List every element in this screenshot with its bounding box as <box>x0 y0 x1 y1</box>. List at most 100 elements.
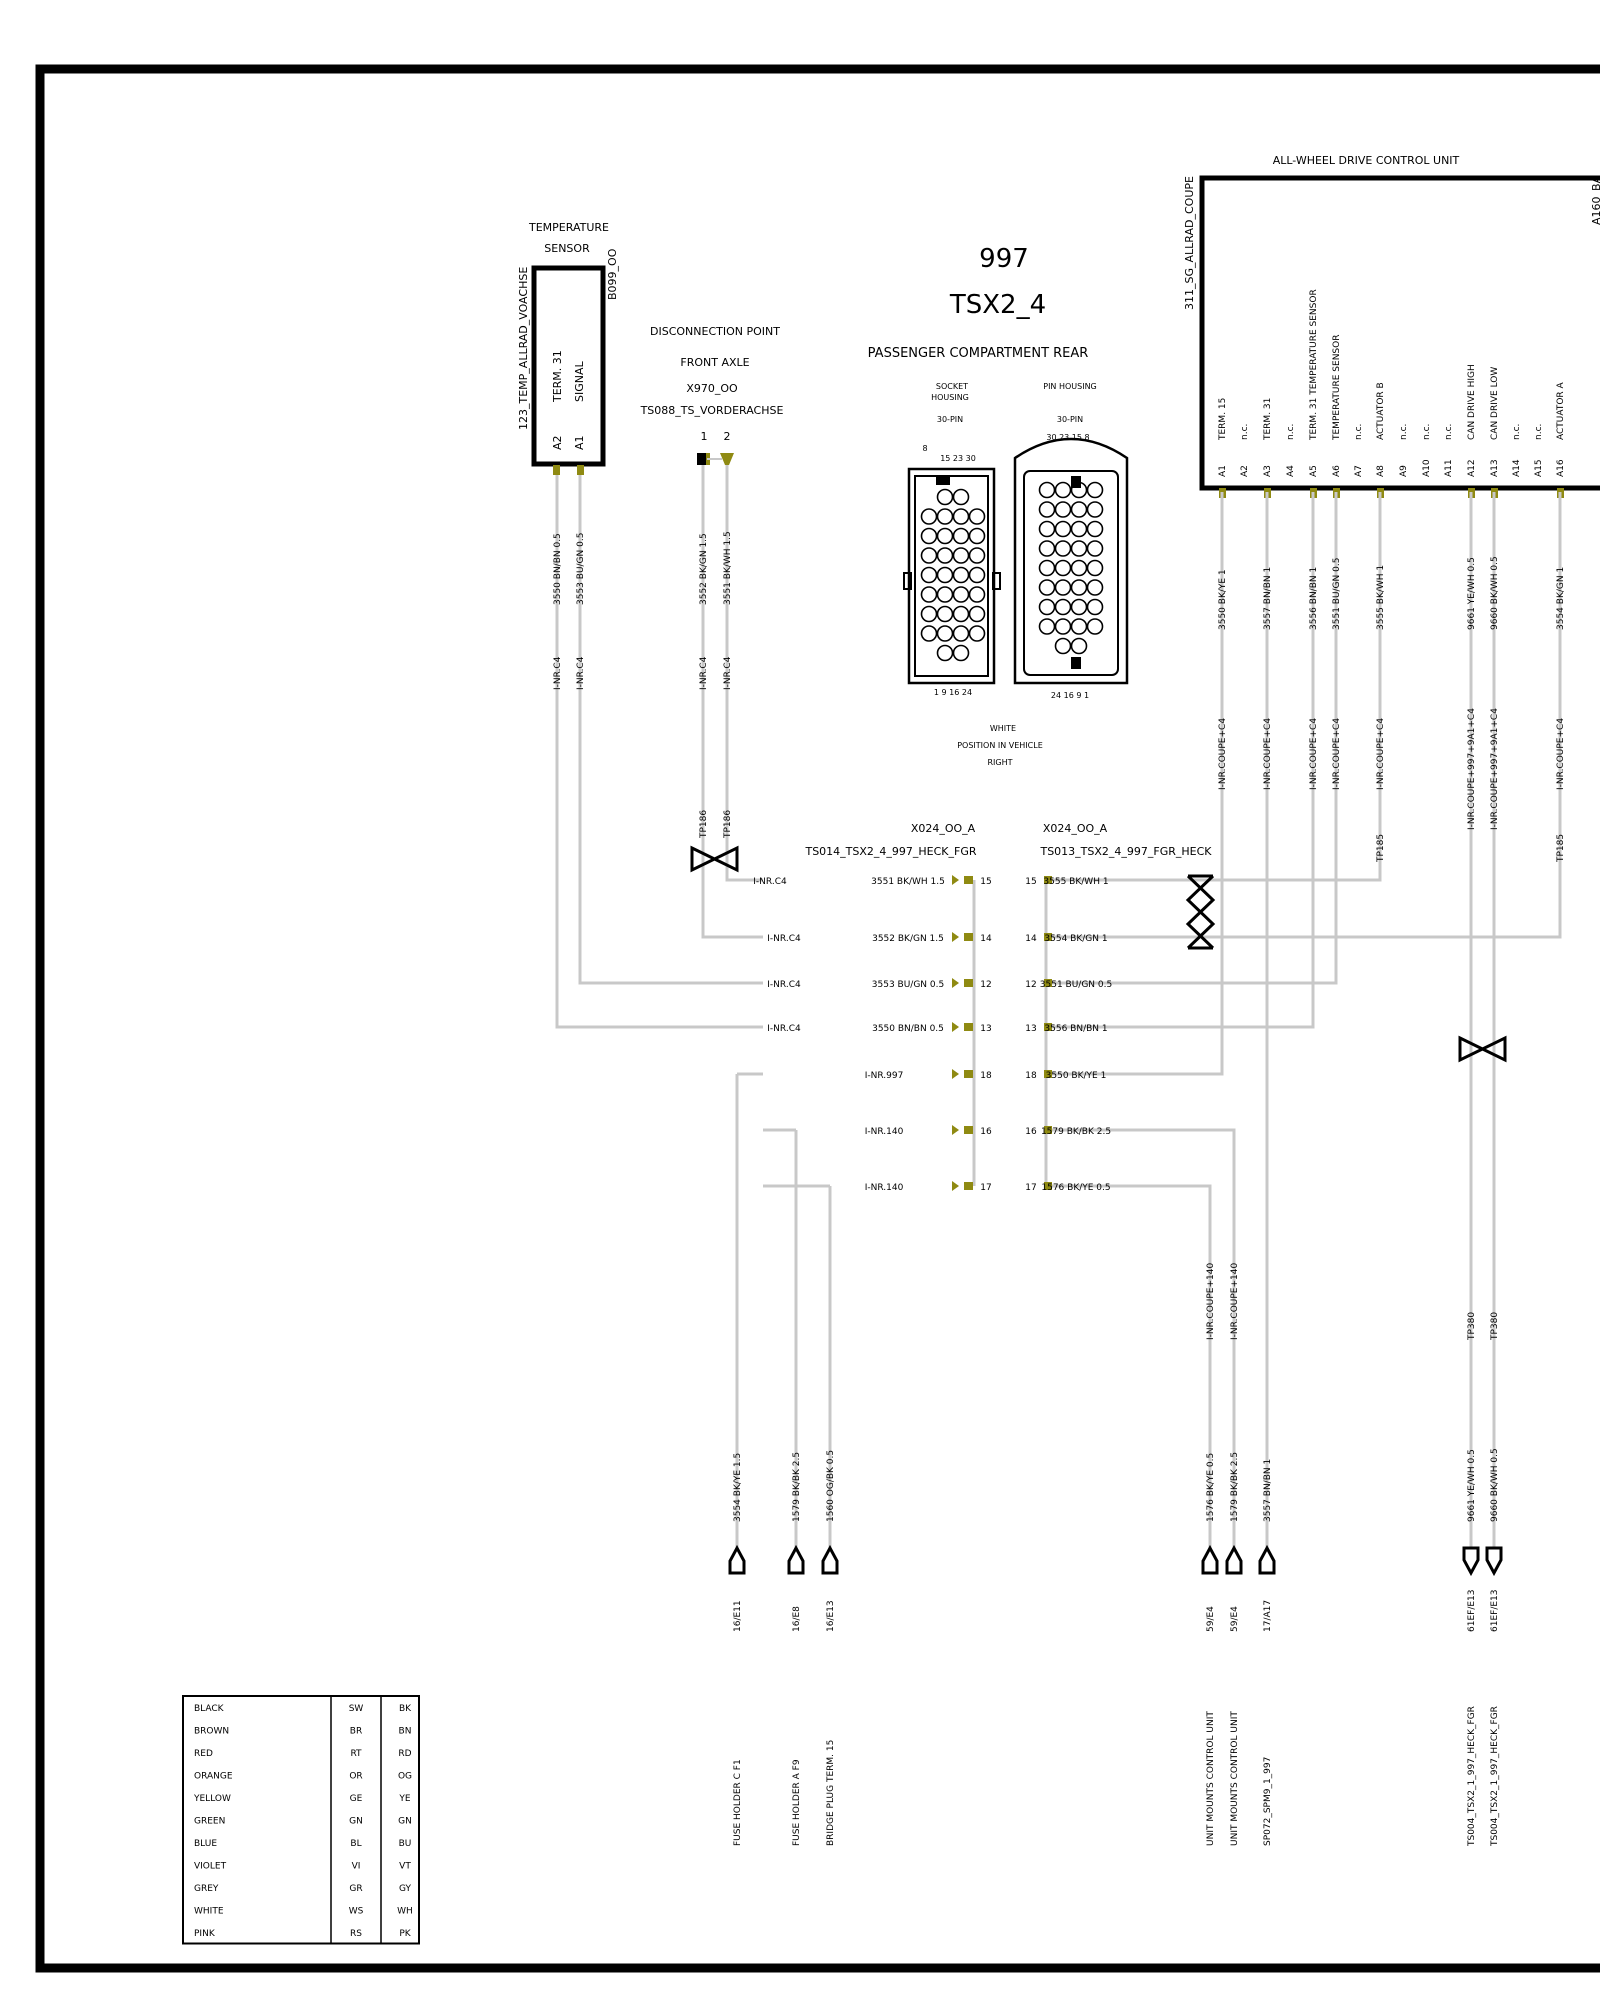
row-nr-label: I-NR.C4 <box>767 980 801 990</box>
row-left-pin: 17 <box>980 1183 991 1193</box>
wire-label-a1: 3550 BK/YE 1 <box>1218 569 1228 630</box>
socket-hole <box>920 625 938 642</box>
socket-top-num: 8 <box>922 444 927 453</box>
legend-color-name: BLUE <box>194 1839 217 1849</box>
socket-hole <box>968 547 986 564</box>
terminal-wire-label: 1560 OG/BK 0.5 <box>826 1450 836 1522</box>
socket-hole <box>936 488 954 506</box>
legend-code-en: BK <box>399 1704 412 1714</box>
awd-pin-name: TERM. 15 <box>1218 398 1228 441</box>
awd-pin-name: CAN DRIVE HIGH <box>1467 364 1477 440</box>
temp-pin-label-a1: A1 <box>573 435 586 450</box>
male-pin-marker <box>964 1182 973 1190</box>
row-nr-label: I-NR.140 <box>865 1127 904 1137</box>
temp-pin-name-a1: SIGNAL <box>573 360 586 402</box>
legend-color-name: ORANGE <box>194 1772 233 1782</box>
socket-hole <box>920 508 938 525</box>
row-right-wire: 3554 BK/GN 1 <box>1044 934 1107 944</box>
temp-sensor-box <box>531 265 606 467</box>
pin-hole <box>1070 598 1088 616</box>
socket-bottom-numbers: 1 9 16 24 <box>934 688 972 697</box>
terminal-ref: 16/E13 <box>826 1600 836 1632</box>
legend-code-de: RT <box>350 1749 362 1759</box>
legend-code-en: WH <box>397 1907 413 1917</box>
pin-hole <box>1086 540 1104 557</box>
terminal-destination: BRIDGE PLUG TERM. 15 <box>826 1740 836 1846</box>
female-pin-marker <box>952 1125 959 1135</box>
tp186-b: TP186 <box>723 810 733 839</box>
awd-pin-label: A2 <box>1240 465 1250 477</box>
socket-hole <box>952 508 970 525</box>
terminal-arrow <box>728 1544 746 1575</box>
pin-hole <box>1070 637 1088 655</box>
pin-hole <box>1070 559 1088 577</box>
row-right-pin: 15 <box>1025 877 1036 887</box>
socket-hole <box>936 547 954 564</box>
left-connector-name: X024_OO_A <box>911 822 976 835</box>
pin-hole <box>1070 481 1088 499</box>
legend-code-en: GN <box>398 1817 412 1827</box>
pin-hole <box>1054 618 1072 635</box>
terminal-arrow <box>1462 1546 1480 1577</box>
legend-code-en: YE <box>398 1794 410 1804</box>
pin-hole <box>1038 598 1056 616</box>
awd-pin-label: A11 <box>1444 459 1454 477</box>
pin-hole <box>1038 618 1056 635</box>
right-pin-marker <box>1044 933 1052 941</box>
socket-hole <box>952 605 970 623</box>
terminal-wire-label: 1579 BK/BK 2.5 <box>792 1452 802 1522</box>
drawing-frame <box>35 64 1600 1973</box>
wire-label-a6: 3551 BU/GN 0.5 <box>1332 558 1342 630</box>
pin-housing-pin-count: 30-PIN <box>1057 415 1083 424</box>
nr-coupe140-b: I-NR.COUPE+140 <box>1230 1263 1240 1340</box>
tp380-a: TP380 <box>1467 1312 1477 1341</box>
socket-hole <box>936 625 954 642</box>
wire-label-a12: 9661 YE/WH 0.5 <box>1467 557 1477 630</box>
pin-hole <box>1070 501 1088 518</box>
female-pin-marker <box>952 1181 959 1191</box>
awd-pin-label: A4 <box>1286 465 1296 477</box>
legend-code-de: VI <box>352 1862 361 1872</box>
nr-ts-a1: I-NR.C4 <box>576 656 586 690</box>
awd-pin-label: A14 <box>1512 459 1522 477</box>
socket-hole <box>920 605 938 623</box>
legend-color-name: BLACK <box>194 1704 225 1714</box>
temp-sensor-title: TEMPERATURE <box>528 221 609 234</box>
awd-pin-label: A9 <box>1399 465 1409 477</box>
pin-hole <box>1054 559 1072 577</box>
legend-color-name: BROWN <box>194 1727 229 1737</box>
row-nr-label: I-NR.C4 <box>767 1024 801 1034</box>
row-right-wire: 3551 BU/GN 0.5 <box>1040 980 1112 990</box>
pin-hole <box>1086 559 1104 577</box>
pin-hole <box>1054 579 1072 596</box>
socket-hole <box>920 547 938 564</box>
awd-ref-right: A160_BA <box>1590 175 1600 225</box>
terminal-arrow <box>821 1544 839 1575</box>
male-pin-marker <box>964 1070 973 1078</box>
terminal-ref: 61EF/E13 <box>1490 1590 1500 1633</box>
terminal-wire-label: 1579 BK/BK 2.5 <box>1230 1452 1240 1522</box>
socket-title-2: HOUSING <box>931 393 969 402</box>
nr-dp1: I-NR.C4 <box>699 656 709 690</box>
legend-color-name: WHITE <box>194 1907 224 1917</box>
harness-name: TSX2_4 <box>949 290 1046 320</box>
row-right-pin: 12 <box>1025 980 1036 990</box>
socket-hole <box>920 586 938 603</box>
wire-label-a16: 3554 BK/GN 1 <box>1556 567 1566 630</box>
legend-code-en: PK <box>399 1929 411 1939</box>
legend-code-en: VT <box>399 1862 411 1872</box>
socket-hole <box>920 566 938 584</box>
nr-a12: I-NR.COUPE+997+9A1+C4 <box>1467 708 1477 830</box>
legend-code-en: BN <box>399 1727 412 1737</box>
right-pin-marker <box>1044 1182 1052 1190</box>
right-connector-name: X024_OO_A <box>1043 822 1108 835</box>
awd-pin-name: ACTUATOR A <box>1556 381 1566 440</box>
row-nr-label: I-NR.140 <box>865 1183 904 1193</box>
nr-ts-a2: I-NR.C4 <box>553 656 563 690</box>
socket-title-1: SOCKET <box>936 382 968 391</box>
awd-pin-name: n.c. <box>1354 424 1364 440</box>
wire-label-dp1: 3552 BK/GN 1.5 <box>699 533 709 605</box>
pin-hole <box>1054 598 1072 616</box>
terminal-arrow <box>1485 1546 1503 1577</box>
